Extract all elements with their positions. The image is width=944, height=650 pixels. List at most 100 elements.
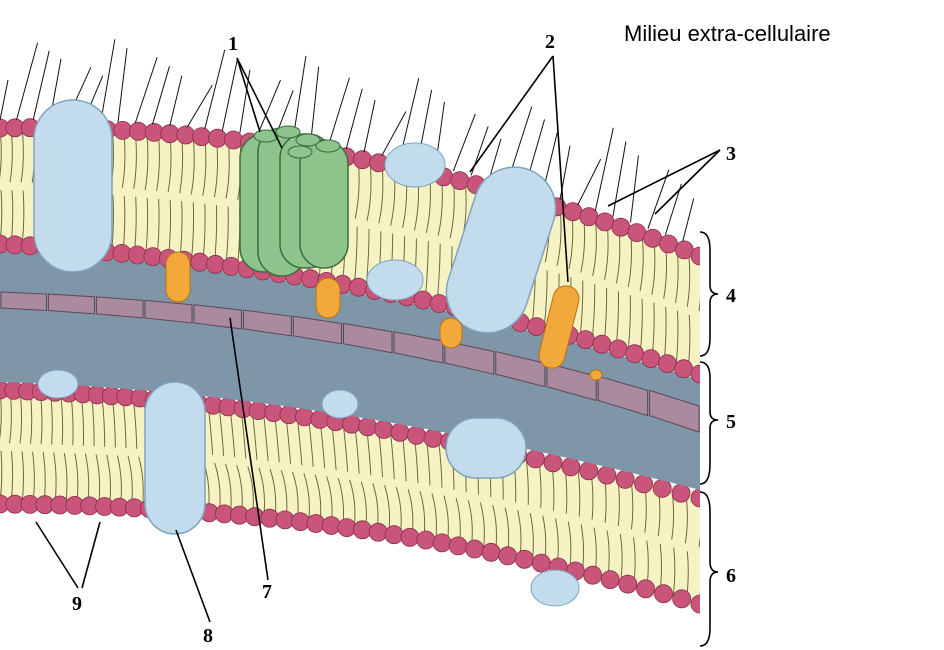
small-protein-lower-mid — [322, 390, 358, 418]
lamina-segment — [96, 297, 143, 318]
carbohydrate-chain — [170, 76, 182, 126]
phospholipid-head — [660, 235, 678, 253]
carbohydrate-chain — [648, 170, 669, 229]
phospholipid-head — [417, 531, 435, 549]
phospholipid-head — [564, 203, 582, 221]
phospholipid-head — [544, 454, 562, 472]
phospholipid-head — [673, 590, 691, 608]
carbohydrate-chain — [0, 80, 8, 120]
phospholipid-head — [466, 540, 484, 558]
phospholipid-head — [430, 295, 448, 313]
phospholipid-head — [424, 429, 442, 447]
phospholipid-head — [401, 528, 419, 546]
phospholipid-head — [350, 278, 368, 296]
phospholipid-head — [338, 519, 356, 537]
phospholipid-head — [635, 475, 653, 493]
transmembrane-protein-8 — [145, 382, 205, 534]
phospholipid-head — [619, 575, 637, 593]
brace-4 — [700, 232, 718, 356]
transmembrane-protein-left — [34, 100, 112, 272]
phospholipid-head — [675, 360, 693, 378]
phospholipid-head — [626, 345, 644, 363]
phospholipid-head — [375, 421, 393, 439]
phospholipid-head — [193, 128, 211, 146]
carbohydrate-chain — [364, 100, 375, 152]
label-7: 7 — [262, 581, 272, 603]
carbohydrate-chain — [683, 198, 694, 241]
small-protein-lower-left — [38, 370, 78, 398]
carbohydrate-chain — [205, 50, 225, 129]
phospholipid-head — [129, 122, 147, 140]
phospholipid-head — [637, 580, 655, 598]
carbohydrate-chain — [328, 78, 349, 146]
phospholipid-head — [354, 151, 372, 169]
phospholipid-head — [206, 255, 224, 273]
arrow-3a — [608, 150, 720, 206]
phospholipid-head — [596, 213, 614, 231]
brace-6 — [700, 492, 718, 646]
phospholipid-head — [225, 131, 243, 149]
phospholipid-head — [598, 466, 616, 484]
phospholipid-head — [612, 218, 630, 236]
phospholipid-head — [526, 450, 544, 468]
carbohydrate-chain — [595, 128, 613, 211]
phospholipid-head — [385, 526, 403, 544]
phospholipid-head — [658, 355, 676, 373]
phospholipid-head — [532, 554, 550, 572]
phospholipid-head — [609, 340, 627, 358]
phospholipid-head — [482, 543, 500, 561]
phospholipid-head — [145, 123, 163, 141]
carbohydrate-chain — [118, 48, 127, 122]
phospholipid-head — [499, 547, 517, 565]
carbohydrate-chain — [101, 39, 115, 121]
label-2: 2 — [545, 31, 555, 53]
arrow-1b — [237, 58, 260, 132]
phospholipid-head — [414, 291, 432, 309]
carbohydrate-chain — [453, 114, 475, 171]
label-8: 8 — [203, 625, 213, 647]
carbohydrate-chain — [187, 85, 212, 127]
peripheral-protein-top — [385, 143, 445, 187]
phospholipid-head — [655, 585, 673, 603]
phospholipid-head — [644, 229, 662, 247]
phospholipid-head — [451, 172, 469, 190]
phospholipid-head — [359, 418, 377, 436]
phospholipid-head — [353, 521, 371, 539]
label-3: 3 — [726, 143, 736, 165]
label-5: 5 — [726, 411, 736, 433]
carbohydrate-chain — [17, 43, 38, 120]
phospholipid-head — [391, 423, 409, 441]
arrow-2b — [470, 56, 553, 172]
phospholipid-head — [672, 484, 690, 502]
phospholipid-head — [601, 571, 619, 589]
phospholipid-head — [584, 566, 602, 584]
phospholipid-head — [307, 515, 325, 533]
phospholipid-head — [209, 129, 227, 147]
phospholipid-head — [691, 595, 709, 613]
phospholipid-head — [433, 534, 451, 552]
carbohydrate-chain — [630, 155, 638, 222]
phospholipid-head — [580, 462, 598, 480]
phospholipid-head — [128, 246, 146, 264]
lamina-segment — [1, 292, 46, 311]
carbohydrate-chain — [222, 60, 237, 131]
phospholipid-head — [222, 257, 240, 275]
phospholipid-head — [369, 523, 387, 541]
peripheral-protein-bottom — [531, 570, 579, 606]
phospholipid-head — [515, 550, 533, 568]
label-4: 4 — [726, 285, 736, 307]
phospholipid-head — [628, 224, 646, 242]
carbohydrate-chain — [152, 66, 169, 124]
phospholipid-head — [691, 247, 709, 265]
label-9: 9 — [72, 593, 82, 615]
phospholipid-head — [616, 470, 634, 488]
phospholipid-head — [407, 426, 425, 444]
carbohydrate-chain — [613, 141, 626, 216]
peripheral-protein-inner — [367, 260, 423, 300]
phospholipid-head — [642, 350, 660, 368]
phospholipid-head — [691, 365, 709, 383]
lamina-segment — [48, 294, 94, 314]
channel-protein-1 — [240, 126, 348, 276]
integral-protein-lower-right — [446, 418, 526, 478]
